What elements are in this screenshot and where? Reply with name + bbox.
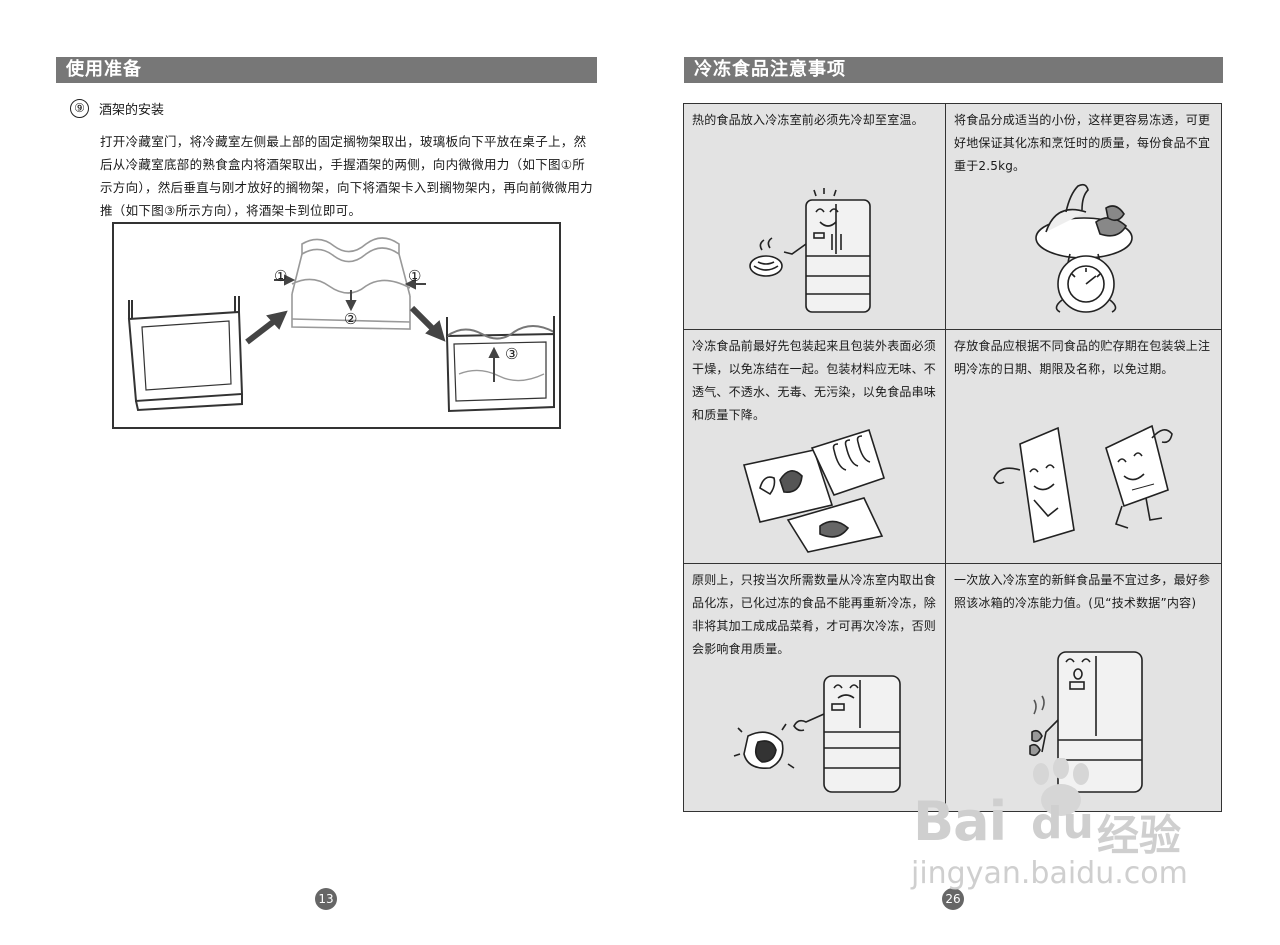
tip-cell: 一次放入冷冻室的新鲜食品量不宜过多，最好参照该冰箱的冷冻能力值。(见“技术数据”… <box>946 564 1221 811</box>
fridge-cooling-food-illustration <box>749 188 871 313</box>
watermark-brand: Bai <box>913 790 1007 853</box>
page-number: 13 <box>315 888 337 910</box>
wrapped-food-bags-illustration <box>742 428 885 553</box>
tip-text: 一次放入冷冻室的新鲜食品量不宜过多，最好参照该冰箱的冷冻能力值。(见“技术数据”… <box>954 573 1211 610</box>
tip-cell: 存放食品应根据不同食品的贮存期在包装袋上注明冷冻的日期、期限及名称，以免过期。 <box>946 330 1221 564</box>
glass-shelf-illustration <box>127 296 244 412</box>
wine-rack-illustration <box>291 237 411 330</box>
tip-cell: 原则上，只按当次所需数量从冷冻室内取出食品化冻，已化过冻的食品不能再重新冷冻，除… <box>684 564 946 811</box>
section-title-bar: 使用准备 <box>56 57 597 83</box>
fridge-thawed-meat-illustration <box>733 675 901 793</box>
tip-text: 原则上，只按当次所需数量从冷冻室内取出食品化冻，已化过冻的食品不能再重新冷冻，除… <box>692 573 937 656</box>
step-number: ⑨ <box>70 99 89 118</box>
assembled-rack-illustration <box>445 316 555 413</box>
tip-text: 冷冻食品前最好先包装起来且包装外表面必须干燥，以免冻结在一起。包装材料应无味、不… <box>692 339 937 422</box>
baidu-jingyan-watermark: Bai du 经验 jingyan.baidu.com <box>905 758 1235 898</box>
left-page: 使用准备 ⑨ 酒架的安装 打开冷藏室门，将冷藏室左侧最上部的固定搁物架取出，玻璃… <box>56 57 597 910</box>
food-on-scale-illustration <box>1035 183 1133 313</box>
direction-arrow-icons <box>245 274 500 382</box>
direction-marker-2: ② <box>344 310 357 328</box>
tip-text: 热的食品放入冷冻室前必须先冷却至室温。 <box>692 113 924 127</box>
tip-cell: 热的食品放入冷冻室前必须先冷却至室温。 <box>684 104 946 330</box>
direction-marker-1-right: ① <box>408 267 421 285</box>
direction-marker-3: ③ <box>505 345 518 363</box>
paw-logo-icon <box>1033 758 1089 816</box>
watermark-du-mark: du <box>1031 798 1094 849</box>
tip-cell: 冷冻食品前最好先包装起来且包装外表面必须干燥，以免冻结在一起。包装材料应无味、不… <box>684 330 946 564</box>
wine-rack-diagram-art: ① ① ② ③ <box>127 237 555 413</box>
step-heading: ⑨ 酒架的安装 <box>70 99 164 118</box>
labeled-food-bags-illustration <box>993 424 1173 544</box>
tip-text: 存放食品应根据不同食品的贮存期在包装袋上注明冷冻的日期、期限及名称，以免过期。 <box>954 339 1211 376</box>
watermark-url: jingyan.baidu.com <box>911 856 1188 891</box>
step-title: 酒架的安装 <box>99 103 165 118</box>
instruction-text: 打开冷藏室门，将冷藏室左侧最上部的固定搁物架取出，玻璃板向下平放在桌子上，然后从… <box>100 134 593 218</box>
page-number: 26 <box>942 888 964 910</box>
tip-text: 将食品分成适当的小份，这样更容易冻透，可更好地保证其化冻和烹饪时的质量，每份食品… <box>954 113 1211 173</box>
overloaded-fridge-illustration <box>1029 651 1143 793</box>
watermark-brand-tail: 经验 <box>1097 811 1182 860</box>
right-page: 冷冻食品注意事项 热的食品放入冷冻室前必须先冷却至室温。 <box>640 0 1280 945</box>
direction-marker-1: ① <box>274 267 287 285</box>
wine-rack-diagram: ① ① ② ③ <box>112 222 561 429</box>
frozen-food-tips-grid: 热的食品放入冷冻室前必须先冷却至室温。 将食品分成适 <box>683 103 1222 812</box>
section-title-bar: 冷冻食品注意事项 <box>684 57 1223 83</box>
tip-cell: 将食品分成适当的小份，这样更容易冻透，可更好地保证其化冻和烹饪时的质量，每份食品… <box>946 104 1221 330</box>
